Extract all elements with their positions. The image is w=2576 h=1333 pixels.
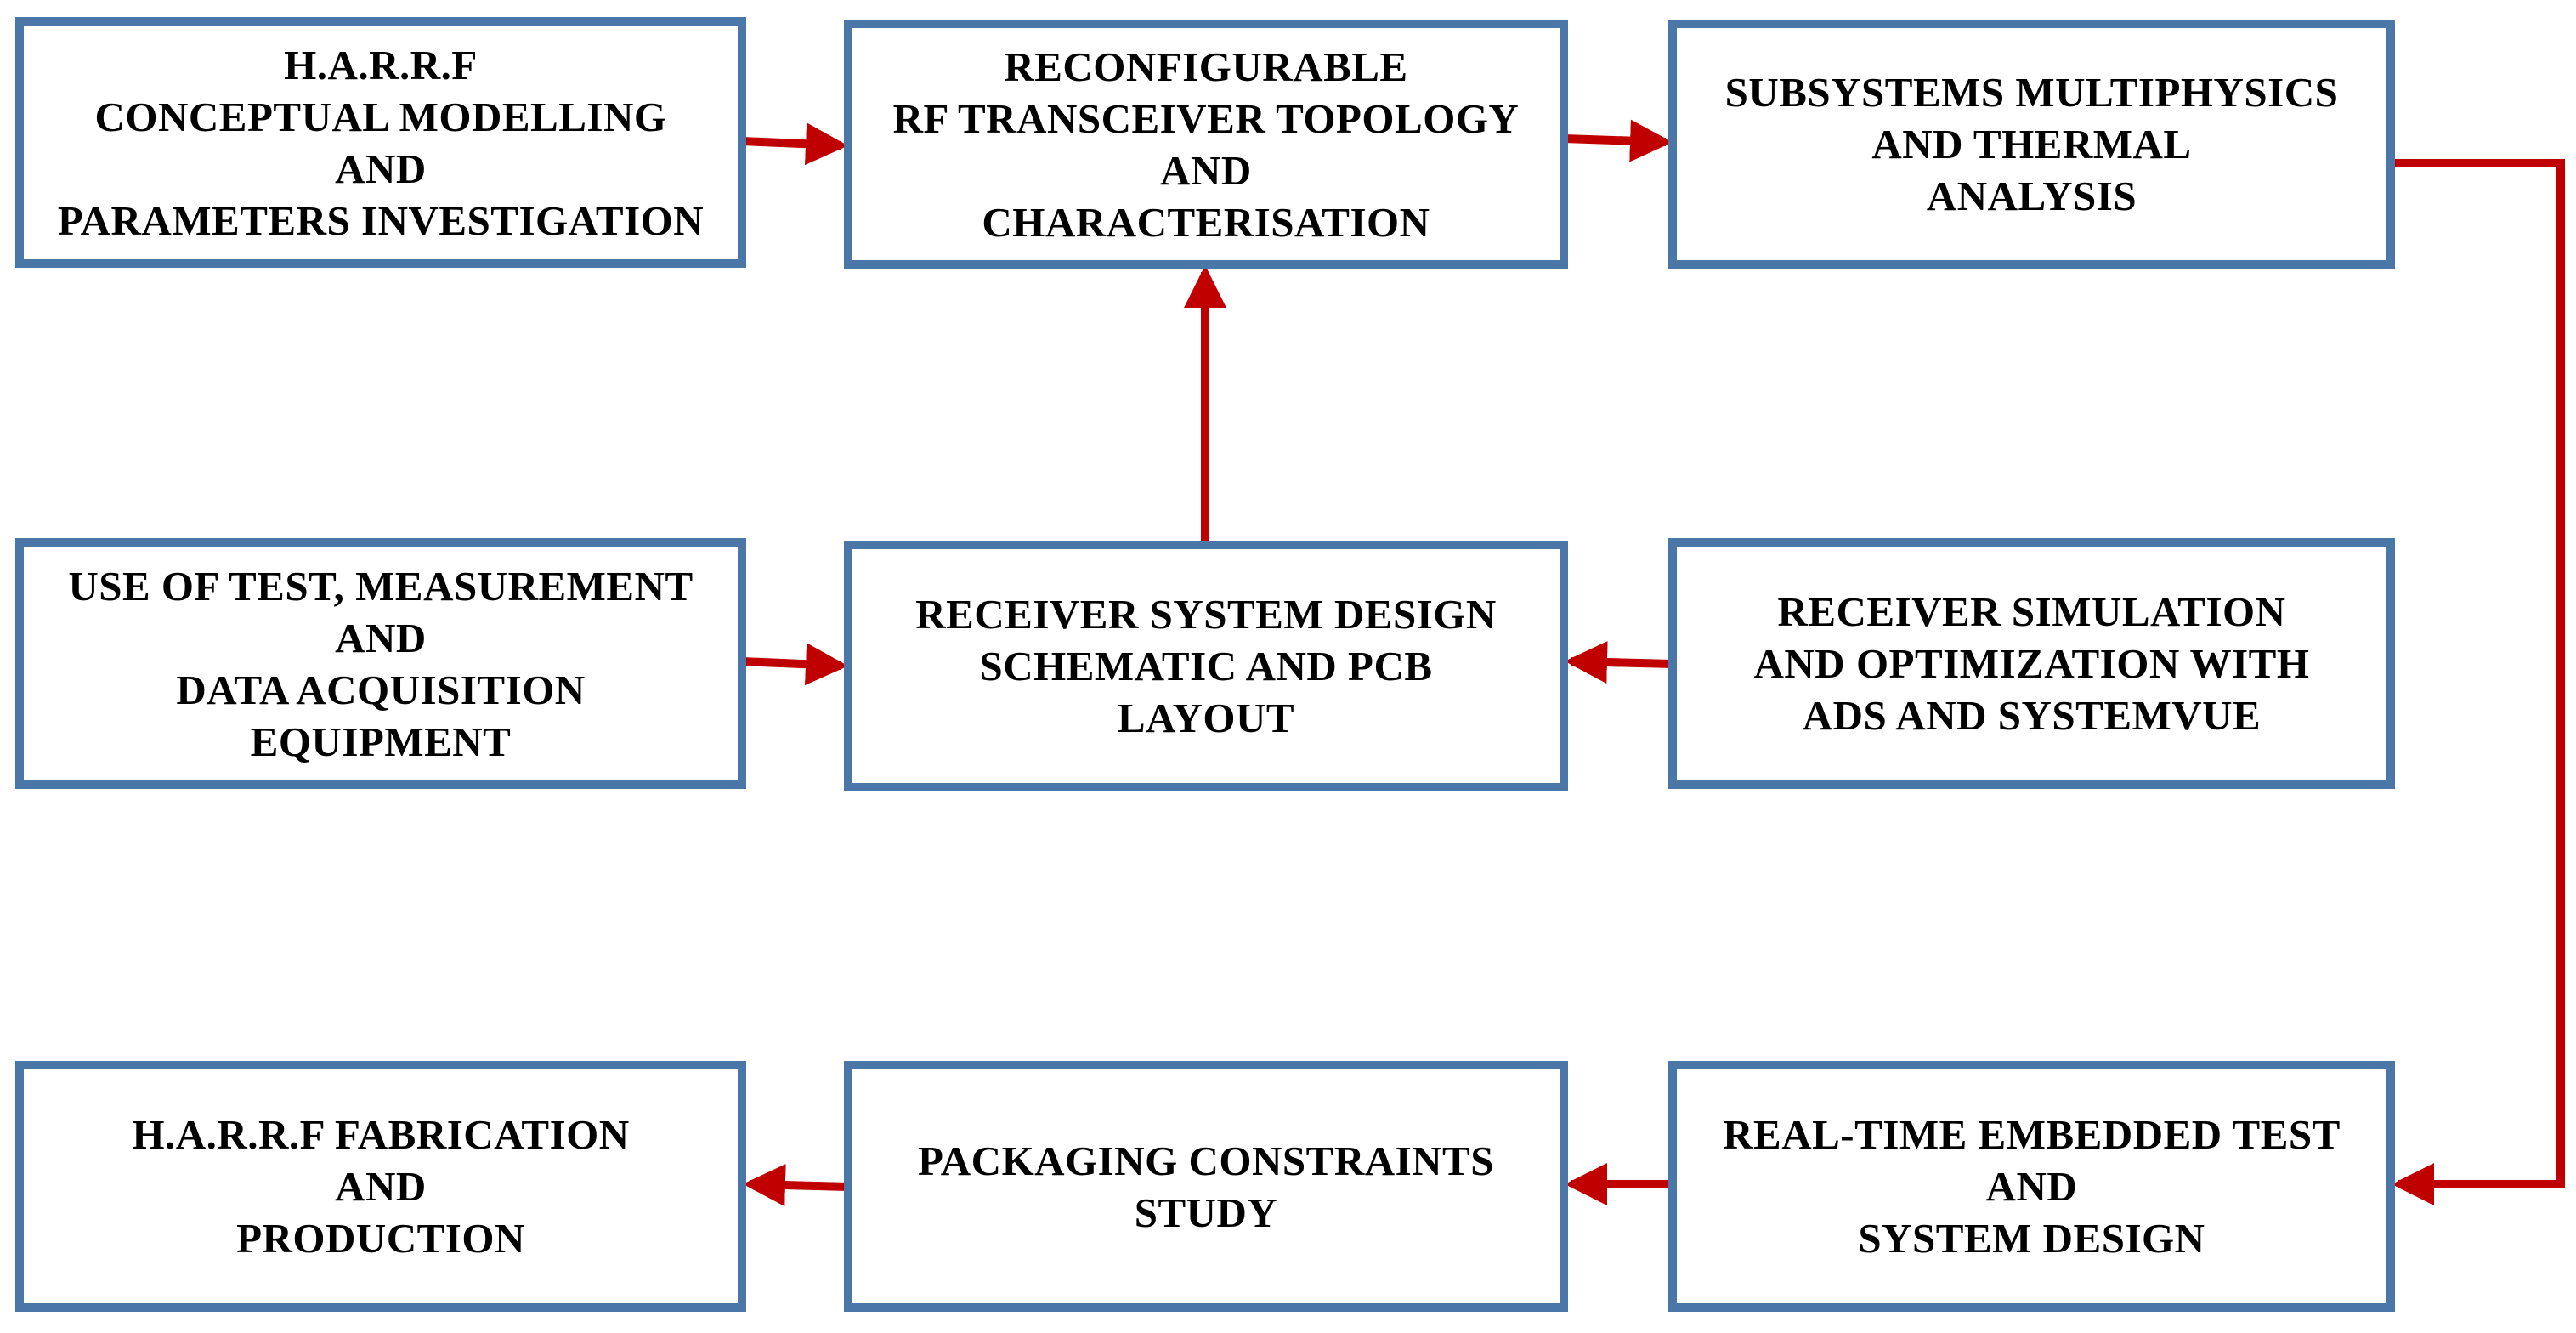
box-receiver-system-design-label: RECEIVER SYSTEM DESIGN SCHEMATIC AND PCB… (915, 591, 1497, 741)
arrow-subsystems-to-realtime (2391, 159, 2565, 1205)
box-harrf-fabrication: H.A.R.R.F FABRICATION AND PRODUCTION (15, 1061, 746, 1312)
box-subsystems-multiphysics: SUBSYSTEMS MULTIPHYSICS AND THERMAL ANAL… (1668, 20, 2395, 269)
arrow-reconfigurable-to-subsystems (1563, 119, 1673, 162)
box-harrf-conceptual-modelling: H.A.R.R.F CONCEPTUAL MODELLING AND PARAM… (15, 17, 746, 268)
box-packaging-constraints-label: PACKAGING CONSTRAINTS STUDY (918, 1137, 1494, 1236)
box-receiver-simulation-label: RECEIVER SIMULATION AND OPTIMIZATION WIT… (1753, 588, 2310, 739)
box-harrf-fabrication-label: H.A.R.R.F FABRICATION AND PRODUCTION (132, 1111, 630, 1262)
arrow-simulation-to-design (1565, 641, 1673, 684)
box-realtime-embedded-test: REAL-TIME EMBEDDED TEST AND SYSTEM DESIG… (1668, 1061, 2395, 1312)
box-test-measurement-equipment-label: USE OF TEST, MEASUREMENT AND DATA ACQUIS… (68, 562, 694, 765)
arrow-test-to-design (741, 643, 848, 686)
box-packaging-constraints: PACKAGING CONSTRAINTS STUDY (844, 1061, 1568, 1312)
box-realtime-embedded-test-label: REAL-TIME EMBEDDED TEST AND SYSTEM DESIG… (1723, 1111, 2341, 1262)
box-reconfigurable-rf-transceiver: RECONFIGURABLE RF TRANSCEIVER TOPOLOGY A… (844, 20, 1568, 269)
box-reconfigurable-rf-transceiver-label: RECONFIGURABLE RF TRANSCEIVER TOPOLOGY A… (892, 43, 1520, 246)
box-receiver-simulation: RECEIVER SIMULATION AND OPTIMIZATION WIT… (1668, 538, 2395, 789)
box-harrf-conceptual-modelling-label: H.A.R.R.F CONCEPTUAL MODELLING AND PARAM… (57, 41, 705, 244)
arrow-packaging-to-fabrication (743, 1164, 849, 1207)
box-receiver-system-design: RECEIVER SYSTEM DESIGN SCHEMATIC AND PCB… (844, 541, 1568, 791)
box-subsystems-multiphysics-label: SUBSYSTEMS MULTIPHYSICS AND THERMAL ANAL… (1724, 69, 2339, 219)
arrow-modelling-to-reconfigurable (741, 122, 848, 166)
box-test-measurement-equipment: USE OF TEST, MEASUREMENT AND DATA ACQUIS… (15, 538, 746, 789)
